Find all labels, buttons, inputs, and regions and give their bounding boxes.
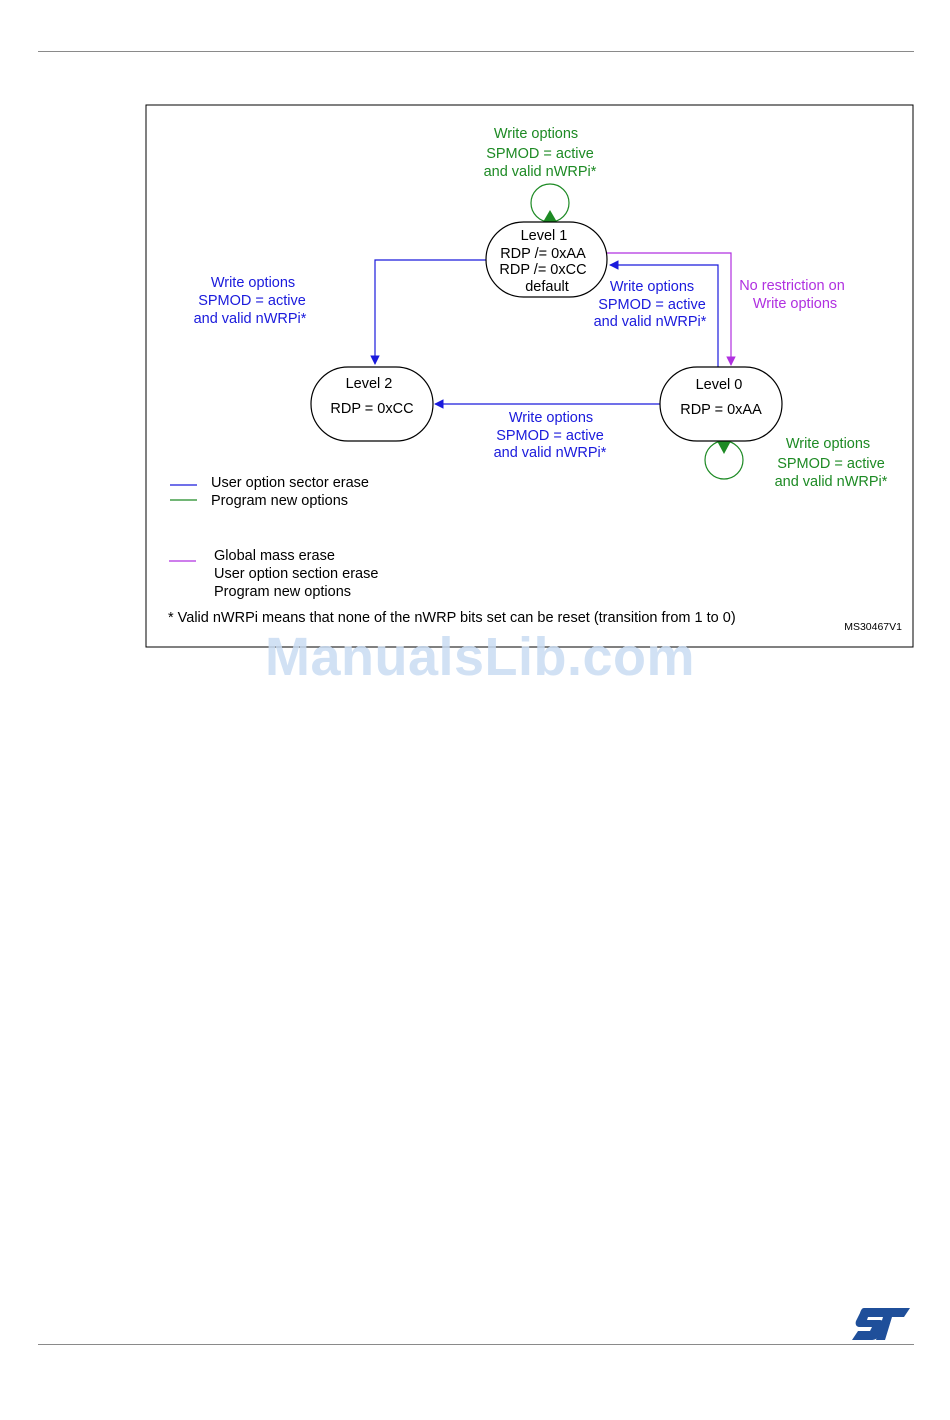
state-diagram: Level 1 RDP /= 0xAA RDP /= 0xCC default … <box>145 104 914 648</box>
state-level1-line1: RDP /= 0xAA <box>500 246 586 262</box>
self-loop-level1-arrowhead <box>543 210 557 222</box>
label-l0-self-line2: SPMOD = active <box>777 456 885 472</box>
legend-purple-line3: Program new options <box>214 584 351 600</box>
state-level1-line2: RDP /= 0xCC <box>499 262 586 278</box>
label-l0-to-l2-line3: and valid nWRPi* <box>494 445 607 461</box>
label-l0-to-l1: Write options SPMOD = active and valid n… <box>594 279 707 330</box>
label-l1-to-l0-line2: Write options <box>753 296 837 312</box>
label-l0-to-l2: Write options SPMOD = active and valid n… <box>494 410 607 461</box>
label-l1-to-l2-line3: and valid nWRPi* <box>194 311 307 327</box>
top-rule <box>38 51 914 52</box>
label-l0-to-l1-line3: and valid nWRPi* <box>594 314 707 330</box>
state-level0: Level 0 RDP = 0xAA <box>659 366 783 442</box>
label-l1-to-l0-line1: No restriction on <box>739 278 845 294</box>
legend: User option sector erase Program new opt… <box>169 475 378 600</box>
legend-purple-line1: Global mass erase <box>214 548 335 564</box>
st-logo <box>852 1308 910 1340</box>
state-level1-line3: default <box>525 279 569 295</box>
footnote: * Valid nWRPi means that none of the nWR… <box>168 610 736 626</box>
transition-l1-to-l0 <box>606 252 736 366</box>
bottom-rule <box>38 1344 914 1345</box>
label-l0-to-l1-line1: Write options <box>610 279 694 295</box>
legend-purple-line2: User option section erase <box>214 566 378 582</box>
watermark: ManualsLib.com <box>264 627 696 687</box>
self-loop-level0-arrowhead <box>717 441 731 454</box>
legend-green-label: Program new options <box>211 493 348 509</box>
legend-blue-label: User option sector erase <box>211 475 369 491</box>
state-level1-title: Level 1 <box>521 228 568 244</box>
label-l1-to-l2-line2: SPMOD = active <box>198 293 306 309</box>
state-level0-line1: RDP = 0xAA <box>680 402 762 418</box>
figure-frame <box>145 104 914 648</box>
label-l1-to-l0: No restriction on Write options <box>739 278 845 312</box>
label-l1-self: Write options SPMOD = active and valid n… <box>484 126 597 180</box>
state-level2: Level 2 RDP = 0xCC <box>310 366 434 442</box>
label-l1-self-line2: SPMOD = active <box>486 146 594 162</box>
label-l0-self: Write options SPMOD = active and valid n… <box>775 436 888 490</box>
figure-id: MS30467V1 <box>844 621 902 633</box>
label-l1-to-l2-line1: Write options <box>211 275 295 291</box>
transition-l0-to-l1 <box>609 260 719 367</box>
transition-l1-to-l2 <box>370 259 486 365</box>
state-level0-title: Level 0 <box>696 377 743 393</box>
label-l0-self-line1: Write options <box>786 436 870 452</box>
label-l0-to-l2-line2: SPMOD = active <box>496 428 604 444</box>
label-l1-self-line1: Write options <box>494 126 578 142</box>
state-level2-line1: RDP = 0xCC <box>330 401 413 417</box>
label-l1-self-line3: and valid nWRPi* <box>484 164 597 180</box>
label-l0-to-l2-line1: Write options <box>509 410 593 426</box>
label-l0-to-l1-line2: SPMOD = active <box>598 297 706 313</box>
state-level2-title: Level 2 <box>346 376 393 392</box>
state-level1: Level 1 RDP /= 0xAA RDP /= 0xCC default <box>485 221 608 298</box>
label-l1-to-l2: Write options SPMOD = active and valid n… <box>194 275 307 327</box>
label-l0-self-line3: and valid nWRPi* <box>775 474 888 490</box>
